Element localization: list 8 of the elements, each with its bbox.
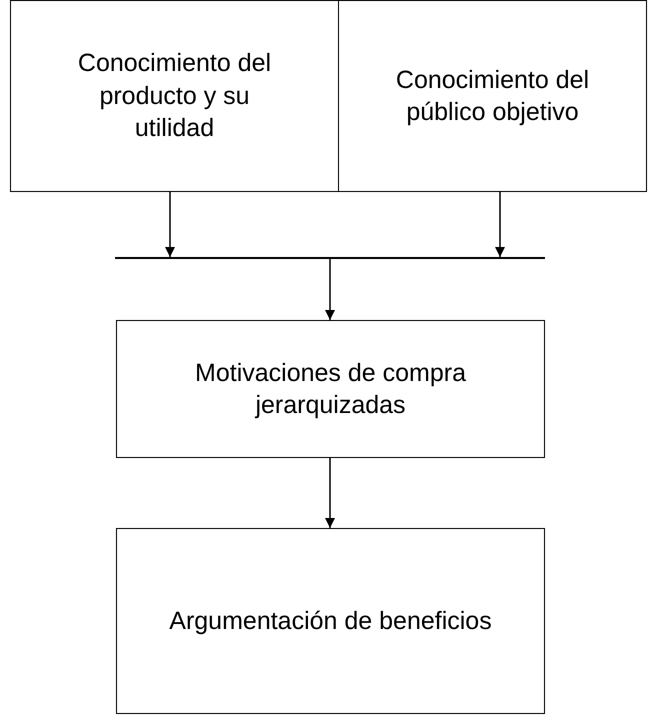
arrow [325,458,335,528]
process-box: Conocimiento del público objetivo [338,0,647,192]
process-box: Conocimiento del producto y su utilidad [10,0,339,192]
arrow [165,192,175,257]
process-box: Argumentación de beneficios [116,528,545,714]
process-box: Motivaciones de compra jerarquizadas [116,320,545,458]
arrow [495,192,505,257]
arrow [325,259,335,320]
